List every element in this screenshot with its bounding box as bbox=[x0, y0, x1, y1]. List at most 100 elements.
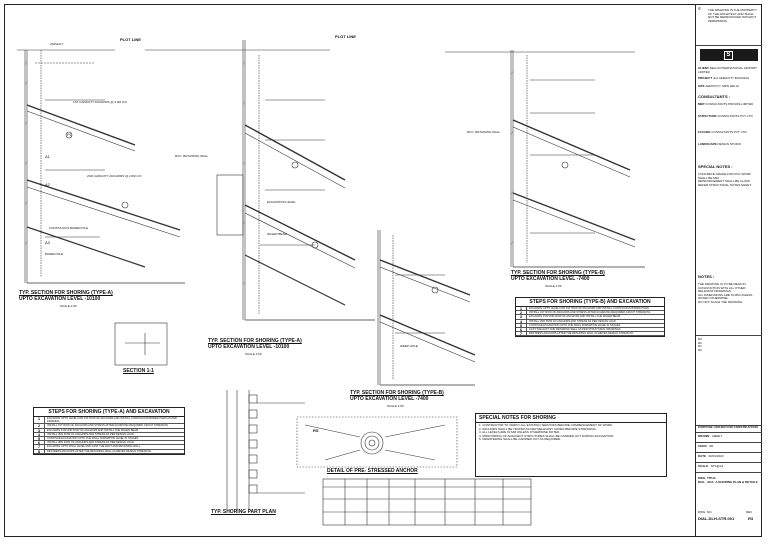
facade-label: FACADE bbox=[698, 130, 711, 134]
note-line: CONCRETE GRADE FOR RCC WORK SHALL BE M30… bbox=[698, 172, 752, 180]
step-number: 8 bbox=[34, 449, 45, 453]
notes-heading: NOTES : bbox=[698, 274, 715, 279]
tb-notes-list: THE DRAWING IS TO BE READ IN CONJUNCTION… bbox=[698, 282, 760, 305]
step-text: EXCAVATE UPTO LEVEL FOR 1ST ROW OF ANCHO… bbox=[47, 417, 177, 424]
tb-mep: MEP CONSULTANTS PRIVATE LIMITED bbox=[698, 102, 760, 107]
site-value: AEROCITY, NEW DELHI bbox=[705, 84, 739, 88]
section-b-subtitle: UPTO EXCAVATION LEVEL -10100 bbox=[208, 344, 290, 350]
anchor-note-2: 2ND CAPACITY ANCHORS @ 2.0M C/C bbox=[87, 174, 142, 178]
note-line: REINFORCEMENT SHALL BE Fe-500. bbox=[698, 179, 751, 184]
section-a-scale: SCALE 1:50 bbox=[60, 304, 77, 308]
step-text: INSTALL 1ST ROW OF ANCHORS AND STRESS AF… bbox=[529, 311, 651, 315]
drawing-area: PLOT LINE PLOT LINE ASPHALT RCC. RETAINI… bbox=[5, 5, 695, 536]
step-number: 2 bbox=[516, 311, 527, 315]
waler-beam-label: WALER BEAM bbox=[267, 232, 287, 236]
steps-type-a-title: STEPS FOR SHORING (TYPE-A) AND EXCAVATIO… bbox=[34, 408, 184, 417]
drawn-row: DRAWN : AMEET bbox=[696, 434, 762, 443]
step-text: EXCAVATE FOR 2ND ROW OF ANCHORS AND INST… bbox=[529, 315, 621, 319]
note-line: R2 bbox=[698, 340, 702, 345]
checked-row: CHKD : AB bbox=[696, 444, 762, 453]
section-11-title: SECTION 1-1 bbox=[123, 368, 154, 374]
plot-line-label-a: PLOT LINE bbox=[120, 37, 141, 42]
pile-label-p1: P1 bbox=[67, 132, 72, 137]
step-text: INSTALL 1ST ROW OF ANCHORS AND STRESS AF… bbox=[47, 424, 169, 428]
special-notes-heading: SPECIAL NOTES : bbox=[698, 164, 733, 169]
dwg-title-value: DIAL_ BLK_A SHORING PLAN & DETAILS bbox=[698, 479, 758, 484]
note-line: ALL DIMENSIONS ARE IN MM UNLESS NOTED OT… bbox=[698, 292, 753, 301]
tb-facade: FACADE CONSULTANTS PVT. LTD. bbox=[698, 130, 760, 135]
landscape-value: DESIGN STUDIO bbox=[717, 142, 742, 146]
section-c-title: TYP. SECTION FOR SHORING (TYPE-B) bbox=[350, 390, 444, 396]
plot-line-label-b: PLOT LINE bbox=[335, 34, 356, 39]
section-d-subtitle: UPTO EXCAVATION LEVEL -7400 bbox=[511, 276, 590, 282]
project-label: PROJECT bbox=[698, 76, 713, 80]
dwg-title-label: DWG. TITLE: bbox=[698, 476, 717, 480]
date-row: DATE : 20/01/2023 bbox=[696, 454, 762, 463]
step-number: 3 bbox=[516, 315, 527, 319]
structure-label: STRUCTURE bbox=[698, 114, 717, 118]
note-line: R1 bbox=[698, 344, 702, 349]
section-d-title: TYP. SECTION FOR SHORING (TYPE-B) bbox=[511, 270, 605, 276]
step-text: INSTALL 2ND ROW OF ANCHORS AND STRESS AS… bbox=[529, 319, 617, 323]
scale-value: NTS@A1 bbox=[710, 464, 724, 468]
step-number: 4 bbox=[34, 432, 45, 436]
date-value: 20/01/2023 bbox=[708, 454, 724, 458]
section-d-scale: SCALE 1:50 bbox=[545, 284, 562, 288]
drawing-sheet: PLOT LINE PLOT LINE ASPHALT RCC. RETAINI… bbox=[4, 4, 762, 537]
firm-logo: SSWBARCHITECTS bbox=[700, 49, 758, 70]
step-text: EXCAVATE FOR 2ND ROW OF ANCHORS AND INST… bbox=[47, 428, 139, 432]
note-line: R0 bbox=[698, 347, 702, 352]
step-text: DESTRESS ANCHORS AFTER THE RETAINING WAL… bbox=[529, 332, 634, 336]
anchor-label-a2: A2 bbox=[45, 182, 50, 187]
step-text: CONTINUE EXCAVATION UPTO THE FINAL FORMA… bbox=[47, 437, 139, 441]
note-line: 5. DEWATERING SHALL BE CARRIED OUT AS RE… bbox=[479, 437, 562, 442]
rcc-wall-label: RCC. RETAINING WALL bbox=[175, 154, 209, 158]
step-text: CAST THE RAFT AND RETAINING WALL AS PER … bbox=[529, 328, 622, 332]
mep-value: CONSULTANTS PRIVATE LIMITED bbox=[705, 102, 754, 106]
note-line: 3. ALL LEVELS ARE IN MM UNLESS OTHERWISE… bbox=[479, 430, 561, 435]
project-value: JLA AEROCITY BUILDING bbox=[713, 76, 749, 80]
section-a-title: TYP. SECTION FOR SHORING (TYPE-A) bbox=[19, 290, 113, 296]
asphalt-label: ASPHALT bbox=[50, 42, 64, 46]
title-block: © THE DRAWING IS THE PROPERTY OF THE ARC… bbox=[695, 5, 762, 536]
section-a-subtitle: UPTO EXCAVATION LEVEL -10100 bbox=[19, 296, 101, 302]
step-number: 2 bbox=[34, 424, 45, 428]
step-text: DESTRESS ANCHORS AFTER THE RETAINING WAL… bbox=[47, 449, 152, 453]
checked-value: AB bbox=[709, 444, 714, 448]
step-text: EXCAVATE UPTO LEVEL FOR 1ST ROW OF ANCHO… bbox=[529, 307, 650, 310]
special-notes-title: SPECIAL NOTES FOR SHORING bbox=[476, 414, 666, 423]
special-notes-list: 1. CONTRACTOR TO VERIFY ALL EXISTING SER… bbox=[476, 423, 666, 443]
section-b-scale: SCALE 1:50 bbox=[245, 352, 262, 356]
client-label: CLIENT bbox=[698, 66, 709, 70]
copyright-icon: © bbox=[698, 6, 701, 11]
step-number: 5 bbox=[516, 323, 527, 327]
step-text: EXCAVATE UPTO FINAL LEVEL AND CAST THE R… bbox=[47, 445, 141, 449]
facade-value: CONSULTANTS PVT. LTD. bbox=[711, 130, 748, 134]
note-line: REFER STRUCTURAL NOTES SHEET. bbox=[698, 182, 752, 187]
landscape-label: LANDSCAPE bbox=[698, 142, 717, 146]
dwg-title-row: DWG. TITLE: DIAL_ BLK_A SHORING PLAN & D… bbox=[698, 476, 760, 484]
weep-hole-label: WEEP HOLE bbox=[400, 344, 418, 348]
step-number: 3 bbox=[34, 428, 45, 432]
note-line: R3 bbox=[698, 337, 702, 341]
tb-notes-row: © THE DRAWING IS THE PROPERTY OF THE ARC… bbox=[696, 5, 762, 46]
tb-landscape: LANDSCAPE DESIGN STUDIO bbox=[698, 142, 760, 147]
rev-value: R3 bbox=[748, 516, 754, 521]
excavation-label: EXCAVATION LEVEL bbox=[267, 200, 296, 204]
steps-type-a-table: STEPS FOR SHORING (TYPE-A) AND EXCAVATIO… bbox=[33, 407, 185, 455]
anchor-detail-title: DETAIL OF PRE- STRESSED ANCHOR bbox=[327, 468, 418, 474]
part-plan-title: TYP. SHORING PART PLAN bbox=[211, 509, 276, 515]
bored-pile-label: BORED PILE bbox=[45, 252, 64, 256]
note-line: 4. MONITORING OF ADJACENT STRUCTURES SHA… bbox=[479, 433, 615, 438]
